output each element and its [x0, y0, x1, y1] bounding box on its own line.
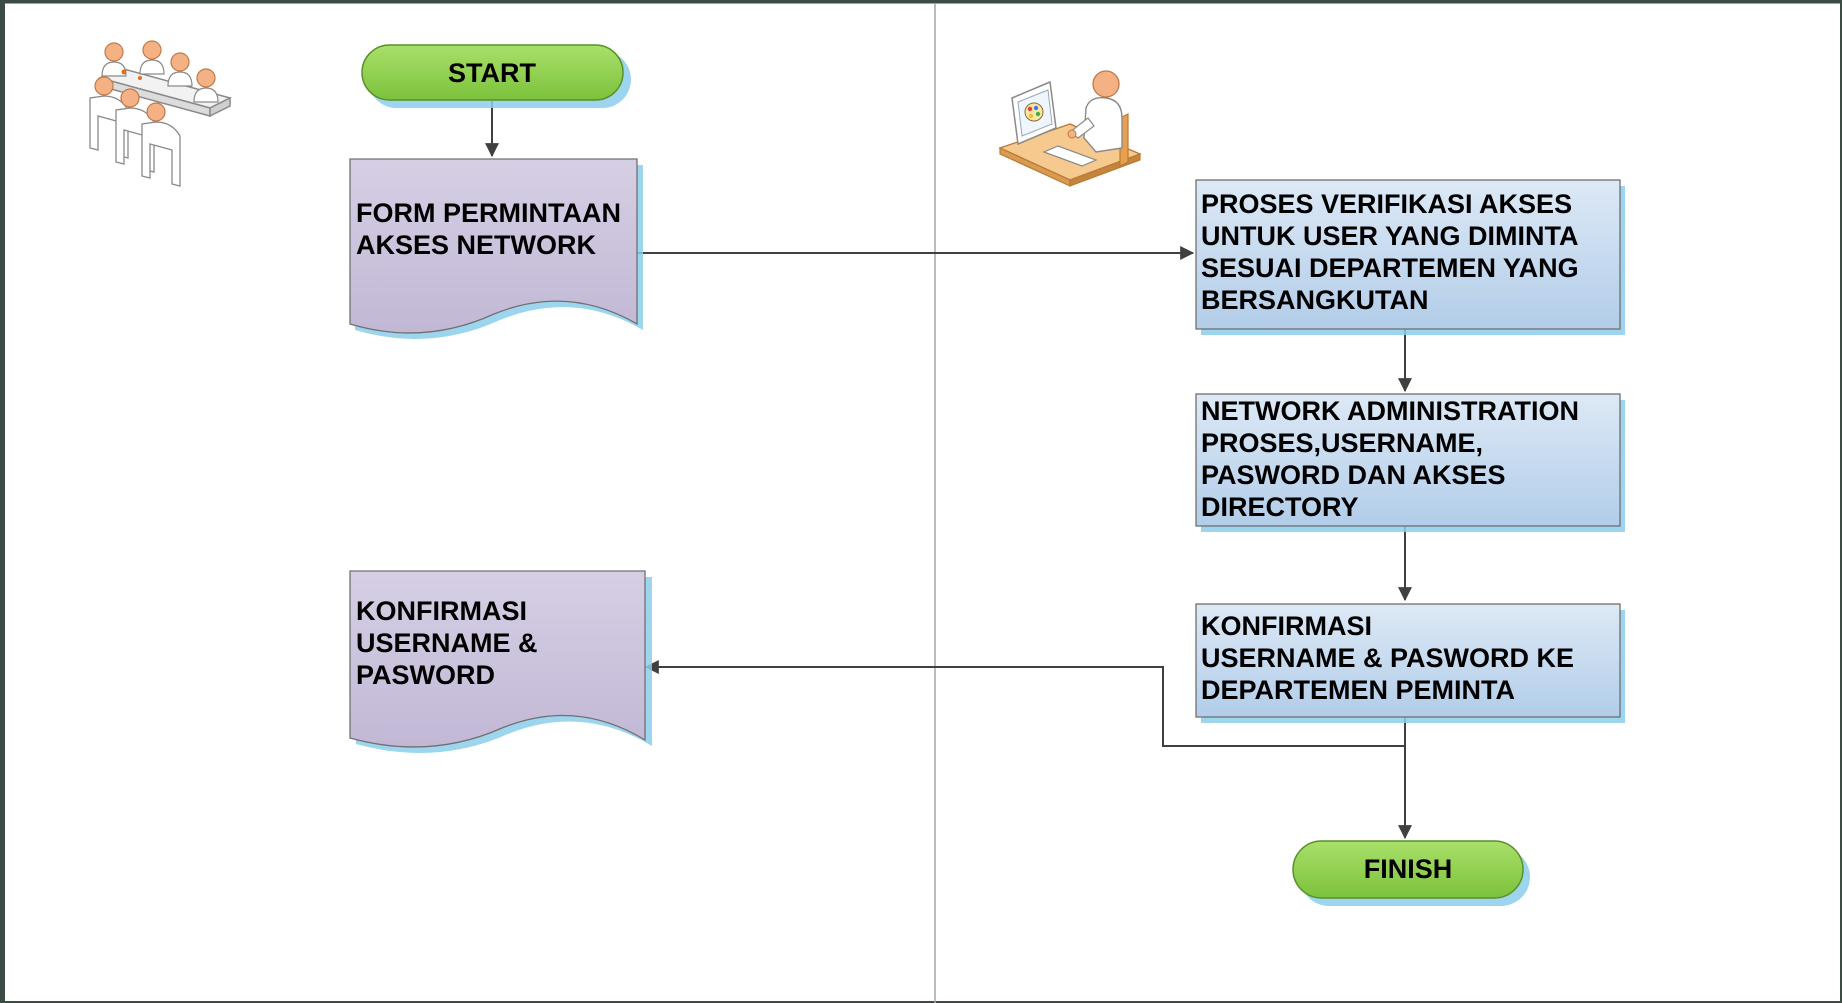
- start-label: START: [448, 58, 536, 88]
- confirm-process-box: KONFIRMASI USERNAME & PASWORD KE DEPARTE…: [1195, 603, 1625, 723]
- form-request-line: AKSES NETWORK: [356, 230, 597, 260]
- verify-process-box: PROSES VERIFIKASI AKSES UNTUK USER YANG …: [1195, 179, 1625, 335]
- connectors: [485, 101, 1412, 840]
- admin-process-text: NETWORK ADMINISTRATION PROSES,USERNAME, …: [1201, 396, 1586, 522]
- confirm-process-line: USERNAME & PASWORD KE: [1201, 643, 1574, 673]
- form-request-line: FORM PERMINTAAN: [356, 198, 621, 228]
- admin-process-line: NETWORK ADMINISTRATION: [1201, 396, 1579, 426]
- confirmation-doc-text: KONFIRMASI USERNAME & PASWORD: [356, 596, 545, 690]
- form-request-document: FORM PERMINTAAN AKSES NETWORK: [349, 158, 643, 339]
- confirm-process-line: DEPARTEMEN PEMINTA: [1201, 675, 1515, 705]
- admin-process-line: DIRECTORY: [1201, 492, 1359, 522]
- meeting-group-icon: [89, 40, 233, 187]
- computer-user-icon: [998, 70, 1142, 187]
- confirm-process-text: KONFIRMASI USERNAME & PASWORD KE DEPARTE…: [1201, 611, 1582, 705]
- confirmation-document: KONFIRMASI USERNAME & PASWORD: [349, 570, 652, 753]
- confirmation-doc-line: PASWORD: [356, 660, 495, 690]
- confirmation-doc-line: USERNAME &: [356, 628, 538, 658]
- admin-process-line: PROSES,USERNAME,: [1201, 428, 1483, 458]
- confirm-process-line: KONFIRMASI: [1201, 611, 1372, 641]
- verify-process-line: UNTUK USER YANG DIMINTA: [1201, 221, 1578, 251]
- verify-process-line: PROSES VERIFIKASI AKSES: [1201, 189, 1572, 219]
- connector-confirm-to-doc: [644, 660, 1405, 747]
- form-request-text: FORM PERMINTAAN AKSES NETWORK: [356, 198, 629, 260]
- admin-process-line: PASWORD DAN AKSES: [1201, 460, 1506, 490]
- finish-terminal: FINISH: [1292, 840, 1530, 906]
- start-terminal: START: [361, 44, 631, 108]
- verify-process-line: BERSANGKUTAN: [1201, 285, 1429, 315]
- admin-process-box: NETWORK ADMINISTRATION PROSES,USERNAME, …: [1195, 393, 1625, 532]
- verify-process-line: SESUAI DEPARTEMEN YANG: [1201, 253, 1579, 283]
- confirmation-doc-line: KONFIRMASI: [356, 596, 527, 626]
- verify-process-text: PROSES VERIFIKASI AKSES UNTUK USER YANG …: [1201, 189, 1586, 315]
- finish-label: FINISH: [1364, 854, 1453, 884]
